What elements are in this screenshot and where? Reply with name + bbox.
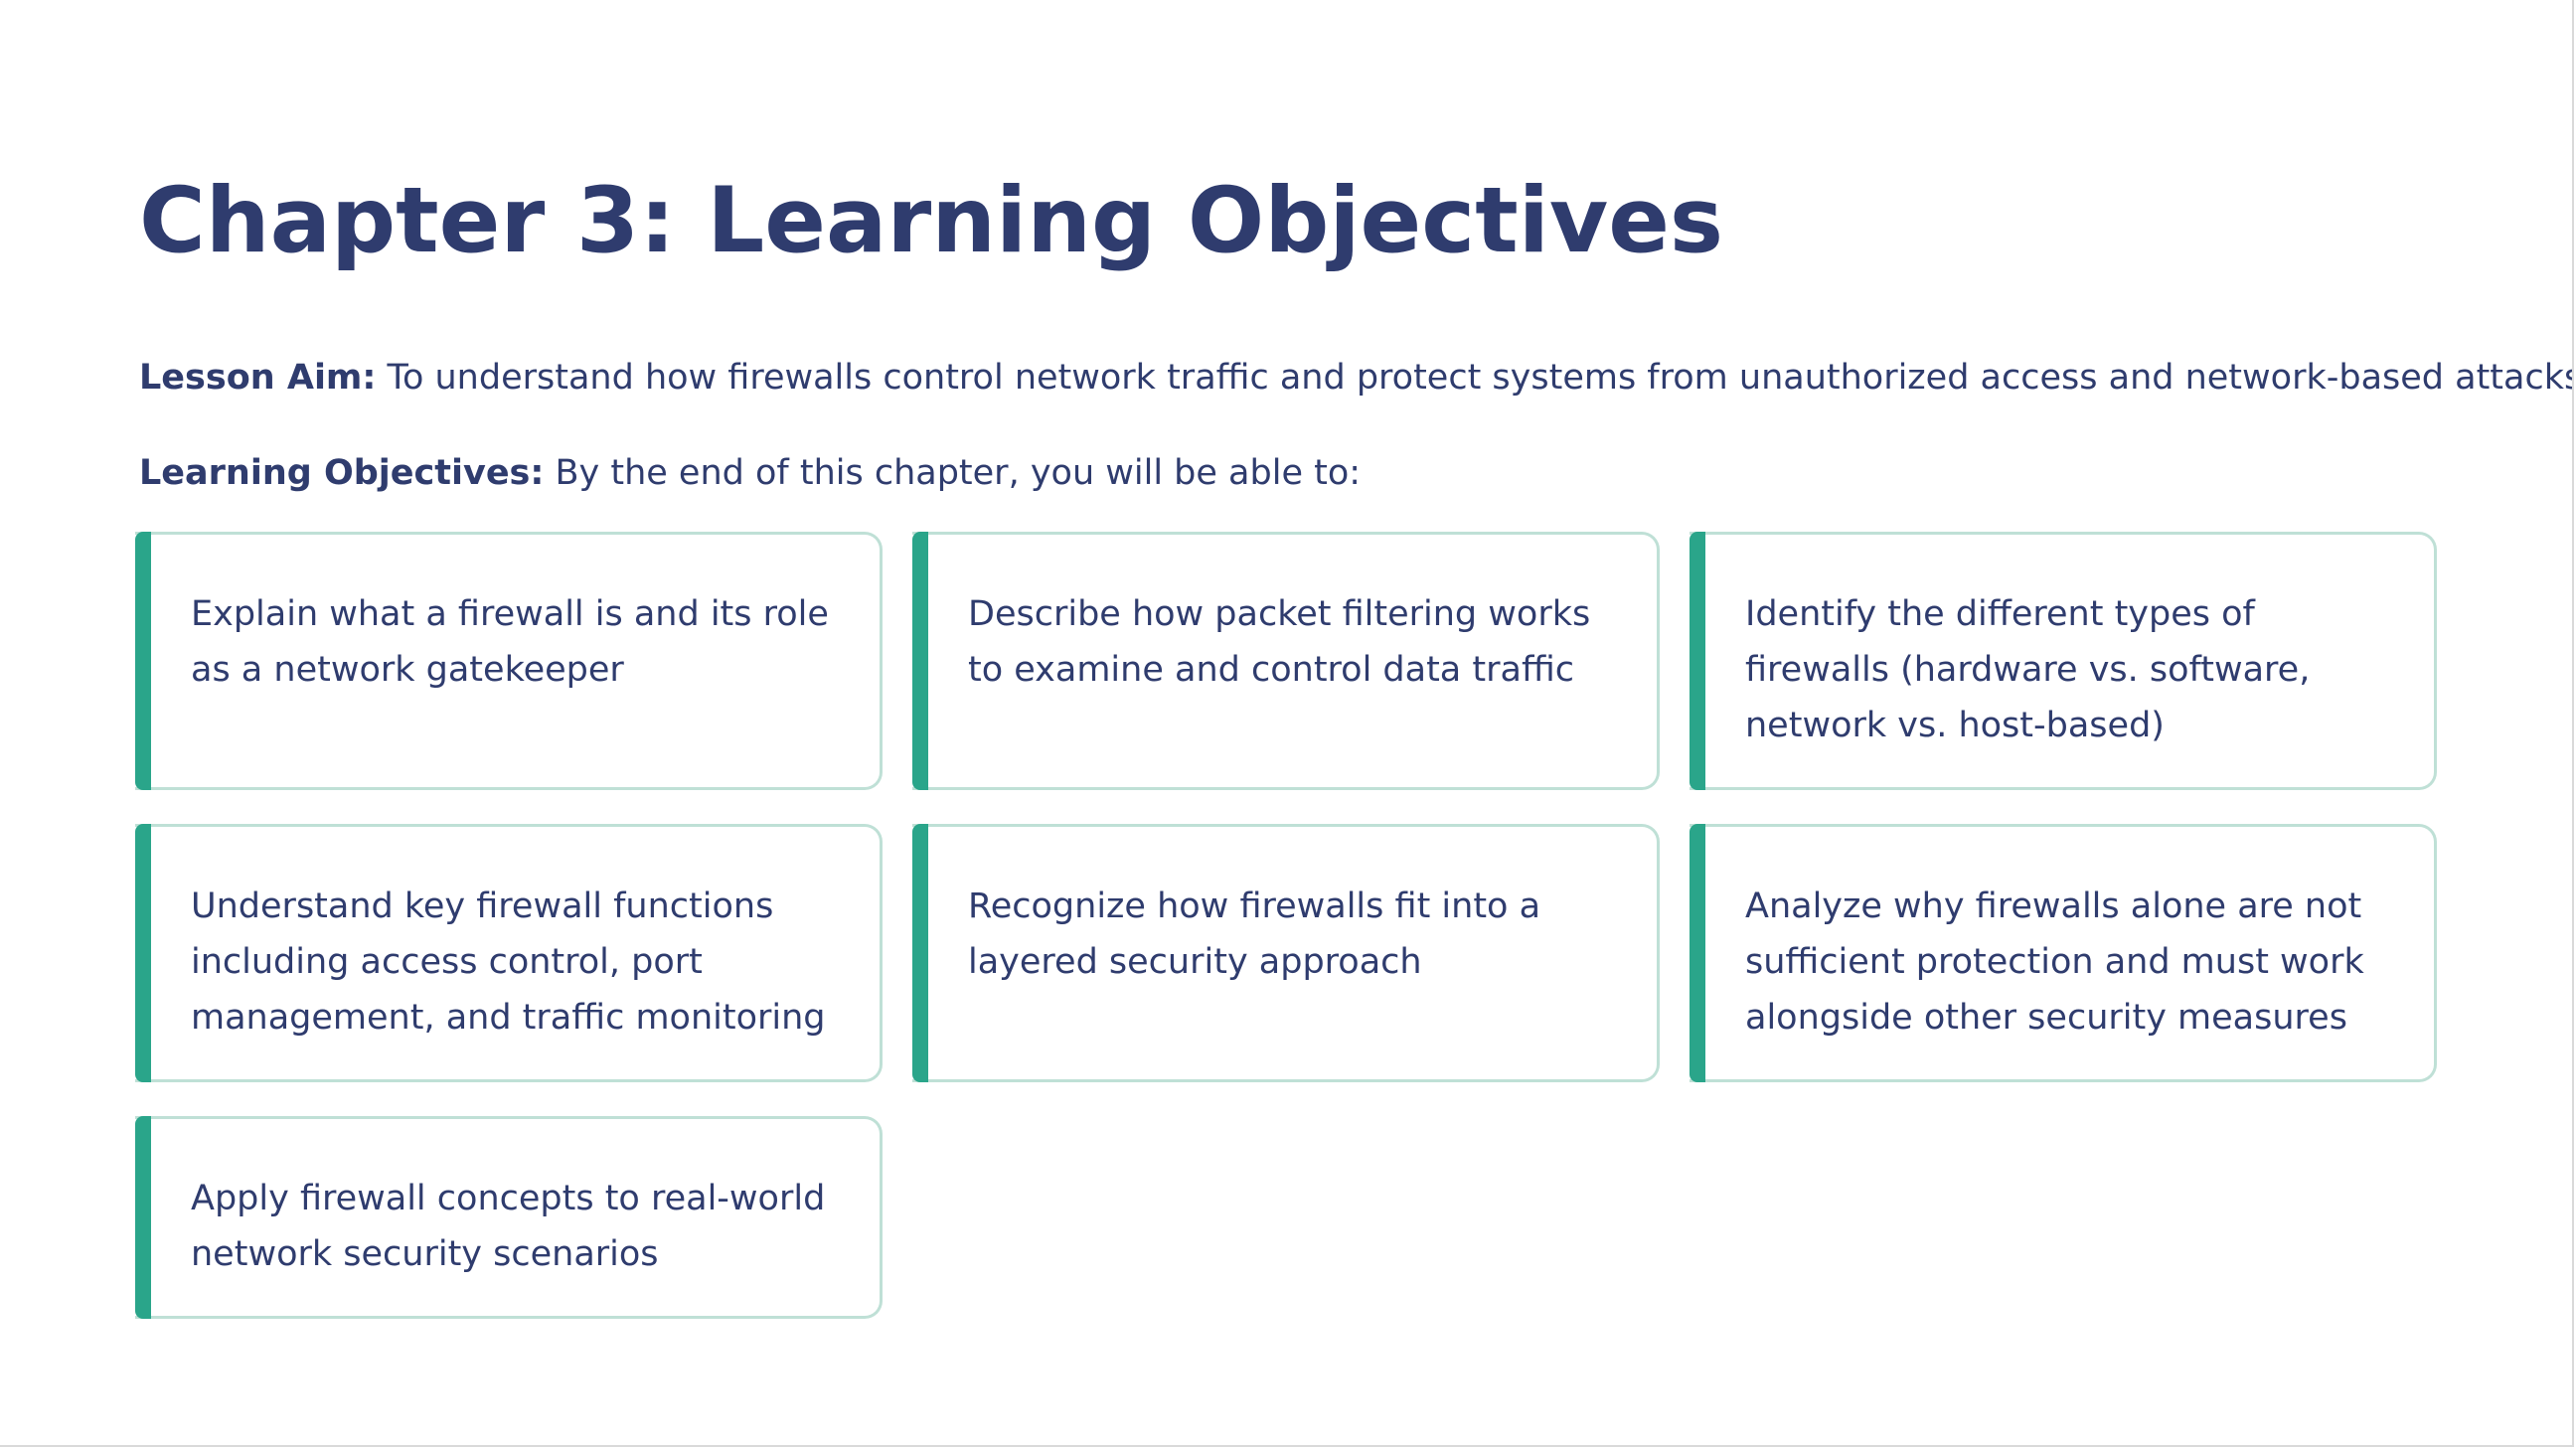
accent-bar	[912, 824, 928, 1082]
objective-text: Identify the different types of firewall…	[1745, 594, 2311, 745]
accent-bar	[1690, 824, 1705, 1082]
objective-text: Explain what a firewall is and its role …	[191, 594, 829, 690]
objective-card: Identify the different types of firewall…	[1690, 532, 2437, 790]
objectives-intro: Learning Objectives: By the end of this …	[139, 451, 1361, 497]
objective-card: Understand key firewall functions includ…	[135, 824, 883, 1082]
objective-card: Recognize how firewalls fit into a layer…	[912, 824, 1660, 1082]
accent-bar	[135, 1116, 151, 1319]
lesson-aim-label: Lesson Aim:	[139, 358, 377, 398]
objectives-intro-text: By the end of this chapter, you will be …	[544, 453, 1362, 493]
objective-card: Describe how packet filtering works to e…	[912, 532, 1660, 790]
lesson-aim: Lesson Aim: To understand how firewalls …	[139, 356, 2574, 402]
accent-bar	[135, 824, 151, 1082]
objectives-intro-label: Learning Objectives:	[139, 453, 545, 493]
objective-card: Analyze why firewalls alone are not suff…	[1690, 824, 2437, 1082]
objective-text: Recognize how firewalls fit into a layer…	[968, 886, 1541, 982]
objective-text: Analyze why firewalls alone are not suff…	[1745, 886, 2364, 1038]
objective-text: Describe how packet filtering works to e…	[968, 594, 1591, 690]
objective-card: Apply firewall concepts to real-world ne…	[135, 1116, 883, 1319]
objective-text: Apply firewall concepts to real-world ne…	[191, 1179, 826, 1274]
page-title: Chapter 3: Learning Objectives	[139, 169, 1724, 273]
accent-bar	[135, 532, 151, 790]
accent-bar	[912, 532, 928, 790]
objective-text: Understand key firewall functions includ…	[191, 886, 826, 1038]
accent-bar	[1690, 532, 1705, 790]
objectives-grid: Explain what a firewall is and its role …	[135, 532, 2437, 1319]
lesson-aim-text: To understand how firewalls control netw…	[376, 358, 2574, 398]
objective-card: Explain what a firewall is and its role …	[135, 532, 883, 790]
